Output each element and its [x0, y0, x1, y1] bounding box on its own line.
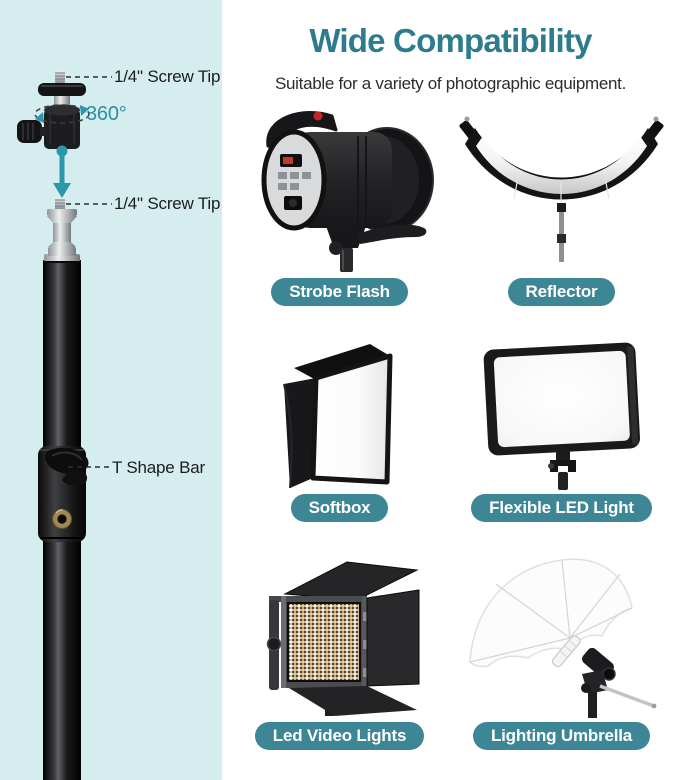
t-shape-bar-label: T Shape Bar [112, 458, 205, 477]
t-bar-clamp [38, 446, 89, 542]
attach-arrow [53, 145, 71, 198]
led-video-lights-pill: Led Video Lights [254, 722, 425, 750]
item-strobe-flash: Strobe Flash [232, 106, 447, 306]
screw-tip-bottom-label: 1/4" Screw Tip [114, 194, 221, 213]
lighting-umbrella-illustration [468, 558, 656, 718]
compatibility-panel: Wide Compatibility Suitable for a variet… [222, 0, 679, 780]
flexible-led-pill: Flexible LED Light [471, 494, 652, 522]
softbox-label: Softbox [308, 498, 371, 517]
strobe-flash-label: Strobe Flash [289, 282, 390, 301]
reflector-illustration [459, 116, 664, 262]
page-subtitle: Suitable for a variety of photographic e… [274, 74, 627, 93]
flexible-led-label: Flexible LED Light [489, 498, 634, 517]
led-video-lights-label: Led Video Lights [272, 726, 407, 745]
led-video-light-illustration [266, 561, 419, 716]
item-reflector: Reflector [454, 106, 669, 306]
item-softbox: Softbox [232, 332, 447, 522]
flexible-led-illustration [483, 342, 640, 490]
stand-diagram-panel: 1/4" Screw Tip 360° 1/4" Screw Tip T Sha… [0, 0, 222, 780]
lighting-umbrella-pill: Lighting Umbrella [472, 722, 651, 750]
strobe-flash-pill: Strobe Flash [271, 278, 408, 306]
rotation-360-label: 360° [86, 103, 127, 125]
item-lighting-umbrella: Lighting Umbrella [454, 550, 669, 750]
ball-head [17, 70, 90, 149]
reflector-label: Reflector [525, 282, 598, 301]
leader-lines [66, 76, 112, 468]
reflector-pill: Reflector [507, 278, 616, 306]
softbox-illustration [282, 344, 392, 489]
item-led-video-lights: Led Video Lights [232, 556, 447, 750]
softbox-pill: Softbox [290, 494, 389, 522]
lighting-umbrella-label: Lighting Umbrella [490, 726, 633, 745]
spigot [47, 197, 77, 256]
page-title: Wide Compatibility [309, 22, 592, 59]
screw-tip-top-label: 1/4" Screw Tip [114, 67, 221, 86]
strobe-flash-illustration [261, 111, 434, 272]
item-flexible-led: Flexible LED Light [454, 332, 669, 522]
light-stand-diagram [17, 70, 112, 780]
